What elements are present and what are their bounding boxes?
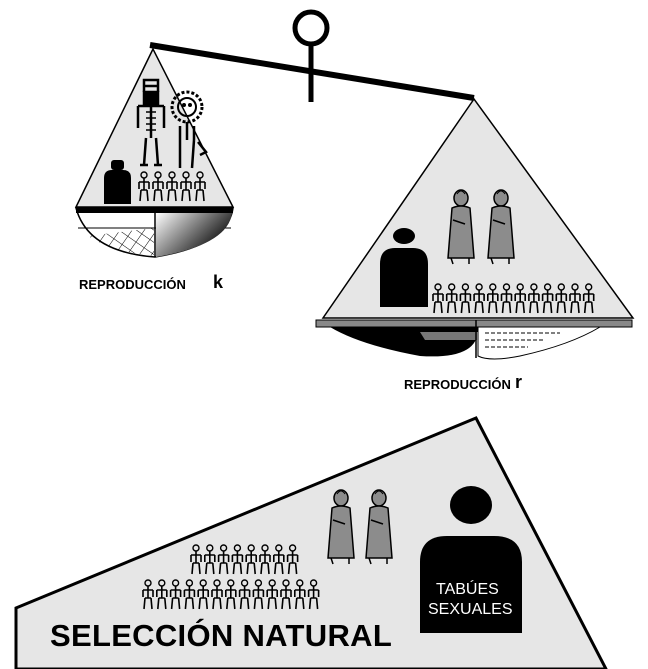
person-figure: [197, 579, 209, 610]
left-pan-k: [74, 47, 235, 258]
person-figure: [432, 283, 444, 314]
taboos-weight: [420, 486, 522, 633]
statue-figure: [447, 189, 475, 265]
person-figure: [486, 283, 499, 314]
right-pan-people-row: [432, 283, 595, 314]
person-figure: [166, 171, 178, 202]
person-figure: [286, 544, 299, 575]
person-figure: [245, 544, 257, 575]
person-figure: [190, 544, 202, 575]
person-figure: [541, 283, 554, 314]
person-figure: [169, 579, 182, 610]
right-bowl: [315, 319, 633, 360]
taboos-label-line2: SEXUALES: [428, 601, 513, 618]
person-figure: [473, 283, 485, 314]
left-weight: [104, 160, 131, 204]
right-weight: [380, 228, 428, 307]
bottom-statues: [327, 489, 393, 565]
person-figure: [231, 544, 244, 575]
person-figure: [280, 579, 292, 610]
person-figure: [500, 283, 513, 314]
person-figure: [204, 544, 216, 575]
person-figure: [138, 171, 150, 202]
balance-beam: [149, 9, 475, 102]
person-figure: [194, 171, 206, 202]
taboos-label-line1: TABÚES: [436, 581, 499, 598]
person-figure: [272, 544, 285, 575]
person-figure: [307, 579, 320, 610]
person-figure: [180, 171, 192, 202]
person-figure: [528, 283, 540, 314]
person-figure: [259, 544, 271, 575]
person-figure: [569, 283, 581, 314]
label-r-letter: r: [515, 372, 523, 392]
label-k-reproduction: REPRODUCCIÓN: [79, 277, 186, 292]
left-pan-people-row: [138, 171, 206, 202]
statue-figure: [365, 489, 393, 565]
person-figure: [555, 283, 568, 314]
person-figure: [293, 579, 306, 610]
person-figure: [238, 579, 251, 610]
bottom-people-rows: [142, 544, 320, 610]
person-figure: [582, 283, 595, 314]
person-figure: [445, 283, 458, 314]
person-figure: [252, 579, 265, 610]
right-pan-r: [315, 97, 635, 360]
statue-figure: [487, 189, 515, 265]
person-figure: [266, 579, 279, 610]
person-figure: [156, 579, 168, 610]
label-k-letter: k: [213, 272, 224, 292]
idol-figure-1: [136, 78, 166, 167]
idol-figure-2: [170, 90, 208, 169]
right-pan-statues: [447, 189, 515, 265]
person-figure: [211, 579, 223, 610]
natural-selection-ramp: [14, 416, 608, 669]
label-r-reproduction: REPRODUCCIÓN: [404, 377, 511, 392]
left-bowl: [75, 207, 234, 258]
person-figure: [142, 579, 154, 610]
person-figure: [225, 579, 237, 610]
person-figure: [514, 283, 527, 314]
person-figure: [459, 283, 472, 314]
person-figure: [183, 579, 196, 610]
person-figure: [217, 544, 230, 575]
natural-selection-title: SELECCIÓN NATURAL: [50, 618, 393, 653]
statue-figure: [327, 489, 355, 565]
person-figure: [152, 171, 164, 202]
